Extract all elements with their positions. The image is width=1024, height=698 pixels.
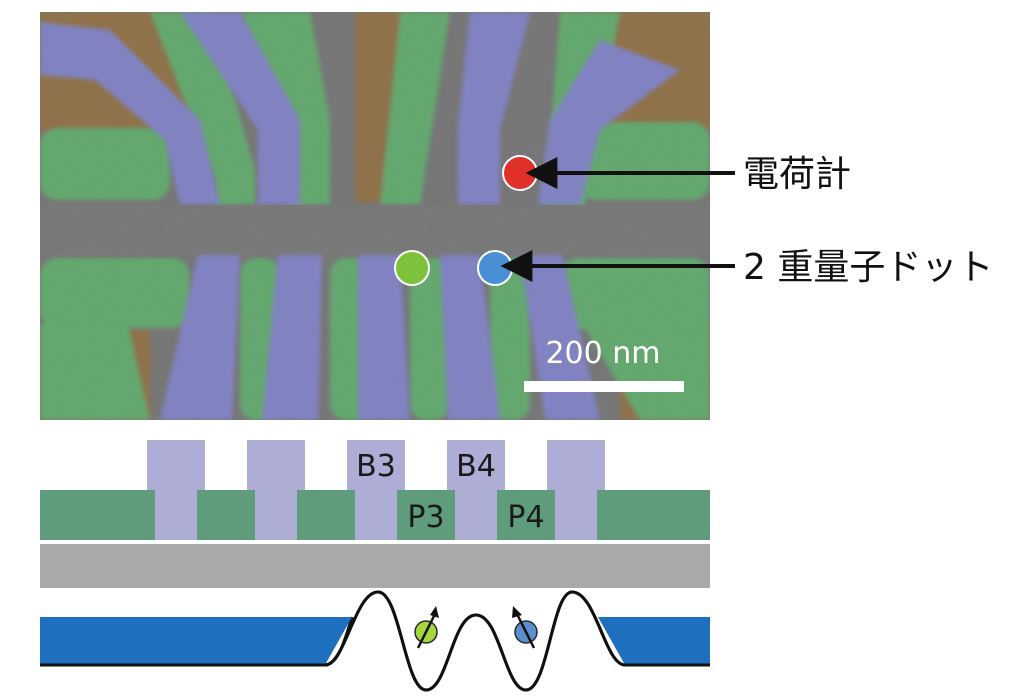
barrier-gates bbox=[147, 440, 605, 540]
gate-label-b4: B4 bbox=[456, 449, 496, 484]
band-gap-mask bbox=[338, 610, 612, 670]
plunger-gate-p3 bbox=[397, 490, 455, 540]
charge-sensor-label: 電荷計 bbox=[743, 154, 851, 195]
charge-sensor-dot bbox=[502, 155, 538, 191]
cross-section: B3 B4 P3 P4 bbox=[40, 440, 710, 692]
scale-bar-label: 200 nm bbox=[545, 336, 660, 371]
band-right-edge bbox=[598, 617, 710, 665]
qubit-dot-right bbox=[477, 250, 513, 286]
qubit-dot-left bbox=[394, 250, 430, 286]
annotation-arrows bbox=[500, 157, 735, 282]
spin-up-arrowhead-icon bbox=[430, 606, 439, 618]
spin-left bbox=[414, 606, 439, 649]
plunger-layer bbox=[40, 490, 710, 540]
plunger-segment bbox=[40, 490, 155, 540]
barrier-gate bbox=[547, 440, 605, 540]
gate-label-p4: P4 bbox=[507, 500, 544, 535]
gate-label-p3: P3 bbox=[407, 500, 444, 535]
barrier-gate-b4 bbox=[447, 440, 505, 540]
barrier-gate-b3 bbox=[347, 440, 405, 540]
potential-profile-overlay bbox=[40, 590, 710, 692]
sem-noise-texture bbox=[40, 12, 710, 420]
plunger-segment bbox=[197, 490, 255, 540]
plunger-segment bbox=[597, 490, 710, 540]
spin-arrowhead-icon bbox=[512, 606, 522, 618]
oxide-layer bbox=[40, 544, 710, 588]
spin-up-arrow-icon bbox=[416, 611, 438, 649]
spin-right bbox=[512, 606, 538, 649]
spin-down-arrow-icon bbox=[514, 611, 536, 649]
barrier-gate bbox=[247, 440, 305, 540]
sem-micrograph: 200 nm bbox=[40, 12, 710, 420]
double-quantum-dot-label: 2 重量子ドット bbox=[743, 247, 993, 288]
band-left-edge bbox=[40, 617, 352, 665]
plunger-segment bbox=[297, 490, 355, 540]
scale-bar bbox=[524, 381, 684, 392]
barrier-gate bbox=[147, 440, 205, 540]
plunger-gate-p4 bbox=[497, 490, 555, 540]
gate-label-b3: B3 bbox=[356, 449, 396, 484]
